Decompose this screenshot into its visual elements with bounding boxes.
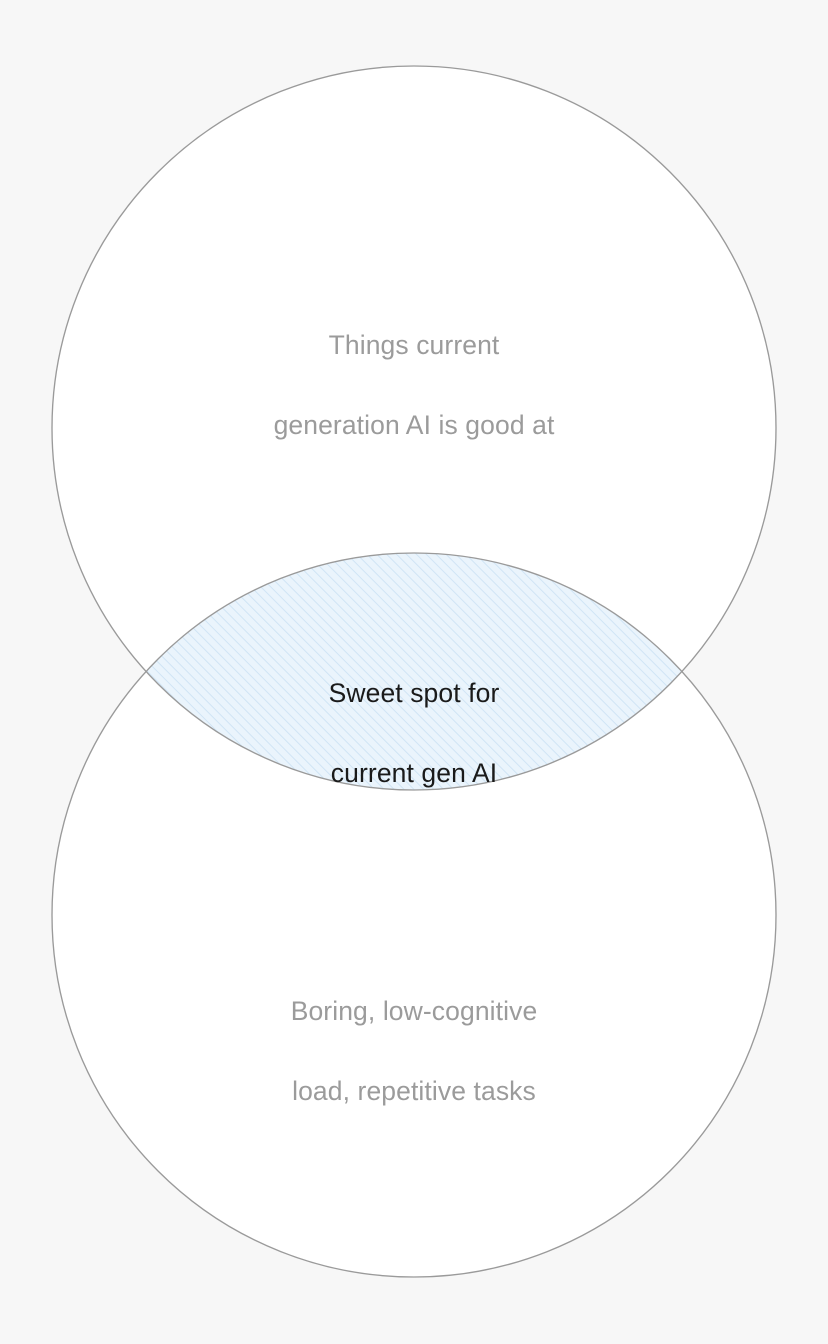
top-circle-outline[interactable] — [51, 65, 777, 791]
intersection-lens-fill — [52, 553, 776, 790]
bottom-circle-outline[interactable] — [51, 552, 777, 1278]
intersection-lens-region — [52, 553, 776, 790]
